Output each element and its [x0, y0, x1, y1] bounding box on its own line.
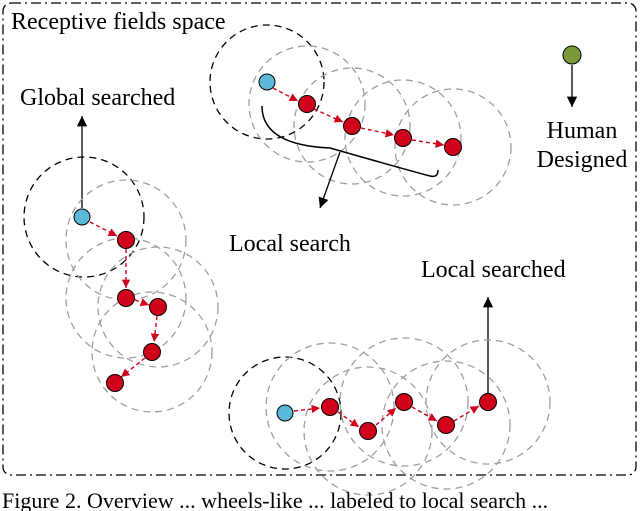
gray-dashed-circle [65, 179, 187, 301]
bottom-group: Local searched [228, 257, 566, 496]
arrow-icon [375, 407, 397, 426]
node-step-icon [479, 393, 497, 411]
node-step-icon [298, 95, 316, 113]
gray-dashed-circle [381, 360, 511, 490]
local-searched-label: Local searched [421, 257, 566, 283]
arrow-icon [360, 127, 395, 138]
global-searched-label: Global searched [20, 85, 175, 111]
gray-dashed-circle [303, 366, 433, 496]
arrow-icon [318, 151, 341, 209]
black-dashed-circle [209, 24, 325, 140]
arrow-icon [134, 298, 150, 307]
arrow-icon [337, 411, 360, 428]
node-step-icon [437, 416, 455, 434]
arrow-icon [120, 357, 146, 378]
arrow-icon [411, 406, 438, 422]
arrow-icon [313, 108, 344, 123]
bracket-icon [261, 105, 439, 178]
left-group: Global searched [20, 85, 219, 413]
node-step-icon [117, 289, 135, 307]
gray-dashed-circle [91, 291, 213, 413]
node-start-icon [276, 404, 294, 422]
diagram-title: Receptive fields space [11, 9, 226, 35]
black-dashed-circle [228, 356, 342, 470]
local-search-label: Local search [229, 231, 351, 257]
gray-dashed-circle [293, 67, 411, 185]
node-step-icon [444, 138, 462, 156]
node-start-icon [258, 73, 276, 91]
arrow-icon [411, 139, 445, 148]
node-step-icon [343, 117, 361, 135]
node-step-icon [321, 398, 339, 416]
node-start-icon [73, 208, 91, 226]
node-step-icon [106, 374, 124, 392]
gray-dashed-circle [339, 337, 469, 467]
human-designed-legend: Human Designed [537, 45, 628, 173]
arrow-icon [89, 221, 118, 237]
arrow-icon [272, 87, 299, 102]
arrow-icon [293, 404, 321, 414]
gray-dashed-circle [425, 339, 551, 465]
designed-label: Designed [537, 147, 628, 173]
gray-dashed-circle [248, 45, 366, 163]
black-dashed-circle [23, 156, 145, 278]
node-step-icon [149, 298, 167, 316]
gray-dashed-circle [344, 79, 462, 197]
arrow-icon [453, 405, 480, 422]
node-human-icon [562, 45, 582, 65]
gray-dashed-circle [265, 342, 395, 472]
frame-border [2, 2, 637, 476]
arrow-icon [150, 315, 160, 343]
figure-caption: Figure 2. Overview ... wheels-like ... l… [2, 488, 548, 511]
gray-dashed-circle [394, 88, 512, 206]
node-step-icon [143, 343, 161, 361]
human-label: Human [547, 118, 618, 144]
gray-dashed-circle [97, 246, 219, 368]
node-step-icon [394, 129, 412, 147]
node-step-icon [359, 422, 377, 440]
top-group [209, 24, 512, 209]
node-step-icon [395, 393, 413, 411]
node-step-icon [117, 231, 135, 249]
